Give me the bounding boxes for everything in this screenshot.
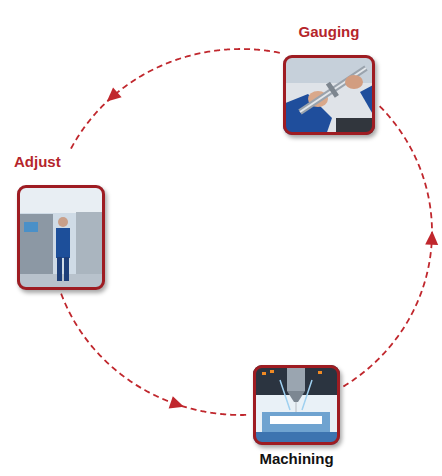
machine: [17, 214, 53, 276]
workpiece-face: [270, 416, 322, 424]
caliper-scale: [300, 68, 366, 112]
dashed-arc: [343, 104, 432, 386]
caliper-jaw: [326, 82, 339, 98]
photo-ground: [253, 365, 340, 445]
workpiece: [262, 412, 330, 432]
photo-frame: [17, 185, 105, 290]
node-label: Adjust: [14, 153, 61, 171]
arrowhead: [425, 231, 438, 245]
spindle: [287, 365, 305, 391]
factory-ceiling: [17, 185, 105, 213]
drill-bit: [295, 402, 297, 412]
caliper: [300, 68, 366, 112]
node-label: Machining: [259, 450, 333, 468]
cycle-connector: [70, 49, 280, 150]
adjust-photo: [17, 185, 105, 290]
machine-housing: [253, 365, 340, 395]
worker-hand: [345, 75, 363, 89]
arrowhead: [107, 87, 122, 101]
photo-node: Adjust: [12, 153, 105, 290]
arrowhead: [169, 396, 184, 408]
machine-light: [270, 370, 274, 373]
photo-node: Machining: [253, 365, 340, 468]
worker-leg: [64, 257, 69, 281]
gauging-photo: [283, 55, 375, 135]
coolant-jet: [280, 380, 290, 410]
dashed-arc: [70, 49, 280, 150]
dashed-arc: [61, 294, 249, 415]
worker-body: [56, 228, 70, 258]
machine-light: [262, 372, 266, 375]
node-label: Gauging: [299, 23, 360, 41]
tool-holder: [287, 391, 305, 402]
machine-screen: [24, 222, 38, 232]
machining-photo: [253, 365, 340, 445]
cycle-connector: [61, 294, 249, 415]
worker-leg: [57, 257, 62, 281]
machine-light: [318, 371, 322, 374]
cycle-connector: [343, 104, 438, 386]
coolant-jet: [302, 380, 312, 410]
photo-ground: [17, 185, 105, 290]
photo-node: Gauging: [283, 23, 375, 135]
photo-ground: [283, 55, 375, 135]
photo-frame: [283, 55, 375, 135]
machine: [76, 212, 105, 276]
photo-frame: [253, 365, 340, 445]
worker-head: [58, 217, 68, 227]
